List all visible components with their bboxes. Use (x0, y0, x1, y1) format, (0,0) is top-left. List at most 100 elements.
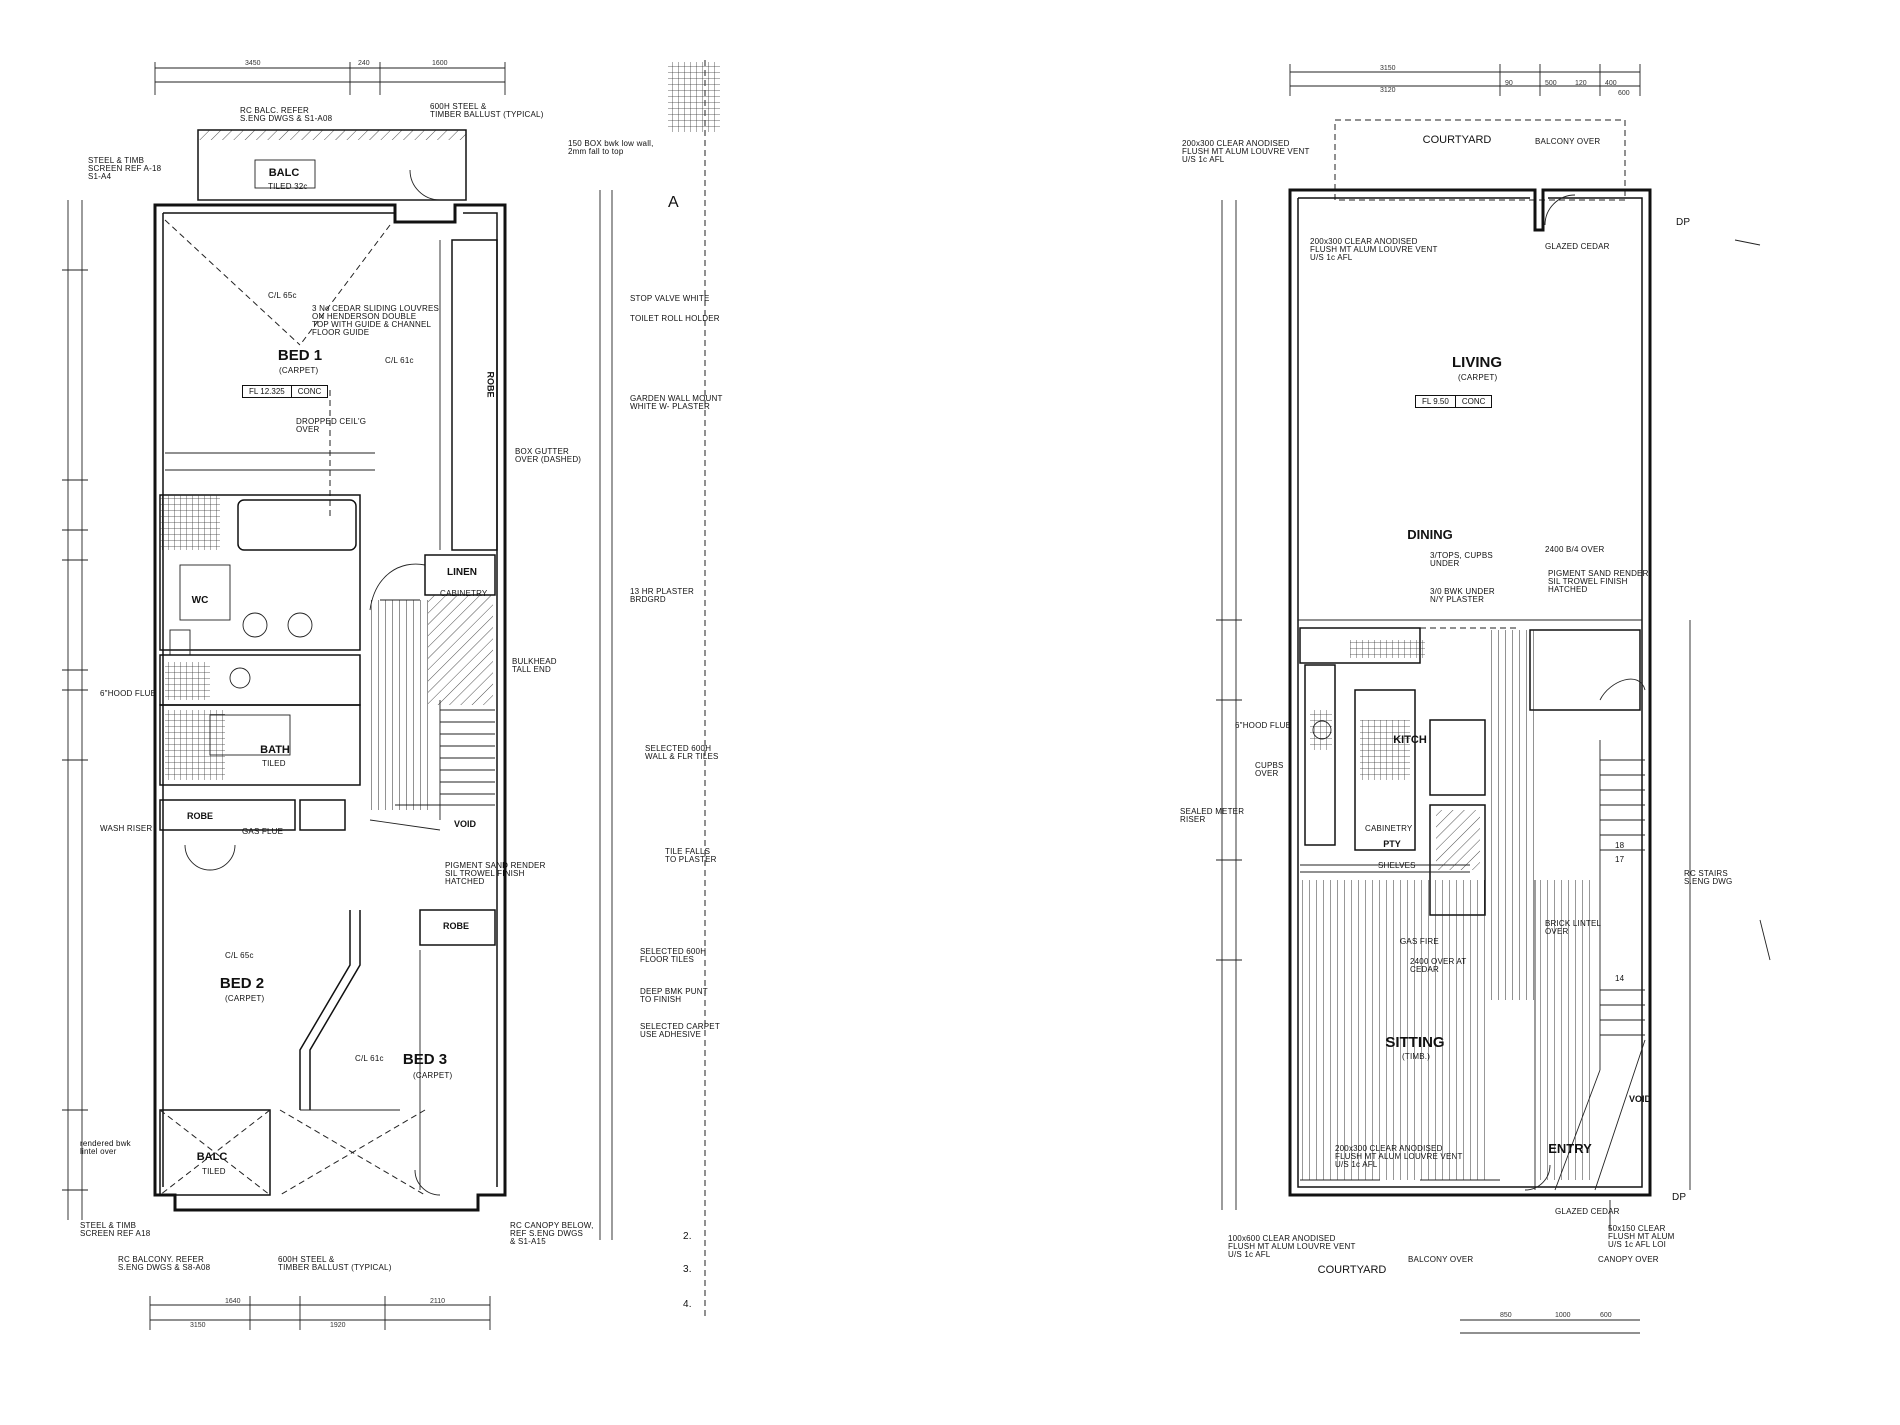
steel-ballust-top-note: 600H STEEL & TIMBER BALLUST (TYPICAL) (430, 102, 544, 119)
lower-dim-top-1: 3120 (1380, 87, 1396, 94)
bed1-robe-ceiling: C/L 61c (385, 356, 414, 365)
stair-14: 14 (1615, 974, 1625, 983)
glazed-cedar-bottom: GLAZED CEDAR (1555, 1207, 1620, 1216)
wc-label: WC (191, 595, 209, 606)
upper-fl-material: CONC (297, 387, 322, 396)
void-upper-label: VOID (453, 819, 477, 829)
upper-stair-treads (440, 709, 495, 795)
stop-valve-note: STOP VALVE WHITE (630, 294, 710, 303)
upper-dim-top-0: 3450 (245, 60, 261, 67)
canopy-over-note: CANOPY OVER (1598, 1255, 1659, 1264)
dropped-ceiling-note: DROPPED CEIL'G OVER (296, 417, 367, 434)
louvres-note: 3 No CEDAR SLIDING LOUVRES ON HENDERSON … (312, 304, 440, 337)
lower-floor-plan (1216, 64, 1771, 1334)
bath-label: BATH (260, 744, 290, 756)
upper-floor-plan (62, 60, 720, 1330)
bmk-paint-note: DEEP BMK PUNT TO FINISH (640, 987, 708, 1004)
bed3-finish: (CARPET) (413, 1071, 453, 1080)
revision-4: 4. (683, 1299, 692, 1310)
upper-dim-top-1: 240 (358, 60, 370, 67)
revision-3: 3. (683, 1264, 692, 1275)
steel-screen-top-note: STEEL & TIMB SCREEN REF A-18 S1-A4 (88, 156, 162, 181)
lower-dim-top-3: 500 (1545, 80, 1557, 87)
lower-dim-top-6: 600 (1618, 90, 1630, 97)
balc-top-finish: TILED 32c (268, 182, 308, 191)
gas-flue-note: GAS FLUE (242, 827, 284, 836)
upper-top-dimensions (154, 62, 506, 95)
cabinetry-lower: CABINETRY (1365, 824, 1413, 833)
upper-dim-bottom-1: 1640 (225, 1298, 241, 1305)
bath-finish: TILED (262, 759, 286, 768)
glazed-cedar-top: GLAZED CEDAR (1545, 242, 1610, 251)
pantry-label: PTY (1383, 839, 1401, 849)
balc-top-label: BALC (268, 167, 300, 179)
living-label: LIVING (1451, 354, 1503, 371)
upper-left-dimensions (62, 200, 88, 1220)
shelves-note: SHELVES (1378, 861, 1416, 870)
hood-flue-lower: 6"HOOD FLUE (1235, 721, 1292, 730)
upper-fl-value: FL 12.325 (243, 386, 292, 397)
selected-carpet-note: SELECTED CARPET USE ADHESIVE (640, 1022, 720, 1039)
box-over-note: 150 BOX bwk low wall, 2mm fall to top (568, 139, 654, 156)
robe3-label: ROBE (442, 921, 470, 931)
cupbs-over-note: CUPBS OVER (1255, 761, 1284, 778)
dp-bottom-right: DP (1672, 1192, 1687, 1203)
bed1-finish: (CARPET) (279, 366, 319, 375)
hood-flue-upper: 6"HOOD FLUE (100, 689, 157, 698)
tops-note: 3/TOPS, CUPBS UNDER (1430, 551, 1493, 568)
selected-floor-note: SELECTED 600H FLOOR TILES (640, 947, 707, 964)
toilet-roll-note: TOILET ROLL HOLDER (630, 314, 720, 323)
louvre-top2-note: 200x300 CLEAR ANODISED FLUSH MT ALUM LOU… (1310, 237, 1438, 262)
marker-a: A (668, 194, 679, 211)
robe1-label: ROBE (485, 371, 496, 398)
steel-ballust-bottom-note: 600H STEEL & TIMBER BALLUST (TYPICAL) (278, 1255, 392, 1272)
cabinetry-upper: CABINETRY (440, 589, 488, 598)
courtyard-bottom-label: COURTYARD (1317, 1264, 1387, 1276)
brick-lintel-note: BRICK LINTEL OVER (1545, 919, 1602, 936)
bwk-under-note: 3/0 BWK UNDER N/Y PLASTER (1430, 587, 1495, 604)
upper-dim-bottom-3: 2110 (430, 1298, 446, 1305)
tile-falls-note: TILE FALLS TO PLASTER (665, 847, 717, 864)
tendered-bwk-note: rendered bwk lintel over (80, 1139, 131, 1156)
courtyard-top-label: COURTYARD (1422, 134, 1492, 146)
box-gutter-note: BOX GUTTER OVER (DASHED) (515, 447, 582, 464)
lower-stair-treads (1600, 759, 1645, 1036)
lower-dim-top-4: 120 (1575, 80, 1587, 87)
linen-label: LINEN (447, 567, 477, 578)
bed2-label: BED 2 (219, 975, 265, 992)
bed3-ceiling: C/L 61c (355, 1054, 384, 1063)
dp-top-right: DP (1676, 217, 1691, 228)
over-at-note: 2400 OVER AT CEDAR (1410, 957, 1467, 974)
pigment-render-upper: PIGMENT SAND RENDER SIL TROWEL FINISH HA… (445, 861, 546, 886)
robe2-label: ROBE (186, 811, 214, 821)
lower-fl-value: FL 9.50 (1416, 396, 1456, 407)
lower-dim-top-2: 90 (1505, 80, 1513, 87)
louvre-top-note: 200x300 CLEAR ANODISED FLUSH MT ALUM LOU… (1182, 139, 1310, 164)
revision-2: 2. (683, 1231, 692, 1242)
louvre-bottom2-note: 100x600 CLEAR ANODISED FLUSH MT ALUM LOU… (1228, 1234, 1356, 1259)
rc-stairs-note: RC STAIRS S.ENG DWG (1684, 869, 1733, 886)
louvre-right-note: 50x150 CLEAR FLUSH MT ALUM U/S 1c AFL LO… (1608, 1224, 1675, 1249)
balcony-over-bottom: BALCONY OVER (1408, 1255, 1474, 1264)
balcony-over-top: BALCONY OVER (1535, 137, 1601, 146)
rc-balc-top-note: RC BALC. REFER S.ENG DWGS & S1-A08 (240, 106, 333, 123)
stair-17: 17 (1615, 855, 1625, 864)
balc-bottom-finish: TILED (202, 1167, 226, 1176)
lower-floor-level-tag: FL 9.50 CONC (1415, 395, 1493, 408)
sitting-label: SITTING (1385, 1034, 1445, 1051)
canopy-below-note: RC CANOPY BELOW, REF S.ENG DWGS & S1-A15 (510, 1221, 594, 1246)
upper-dim-top-2: 1600 (432, 60, 448, 67)
lower-dim-top-5: 400 (1605, 80, 1617, 87)
pigment-render-lower: PIGMENT SAND RENDER SIL TROWEL FINISH HA… (1548, 569, 1649, 594)
rc-balc-bottom-note: RC BALCONY. REFER S.ENG DWGS & S8-A08 (118, 1255, 211, 1272)
steel-screen-bottom-note: STEEL & TIMB SCREEN REF A18 (80, 1221, 151, 1238)
bed1-ceiling: C/L 65c (268, 291, 297, 300)
upper-floor-level-tag: FL 12.325 CONC (242, 385, 329, 398)
upper-dim-bottom-2: 1920 (330, 1322, 346, 1329)
upper-dim-bottom-0: 3150 (190, 1322, 206, 1329)
head-over-note: 2400 B/4 OVER (1545, 545, 1605, 554)
gas-fire-note: GAS FIRE (1400, 937, 1439, 946)
lower-fl-material: CONC (1461, 397, 1486, 406)
lower-dim-bottom-1: 1000 (1555, 1312, 1571, 1319)
